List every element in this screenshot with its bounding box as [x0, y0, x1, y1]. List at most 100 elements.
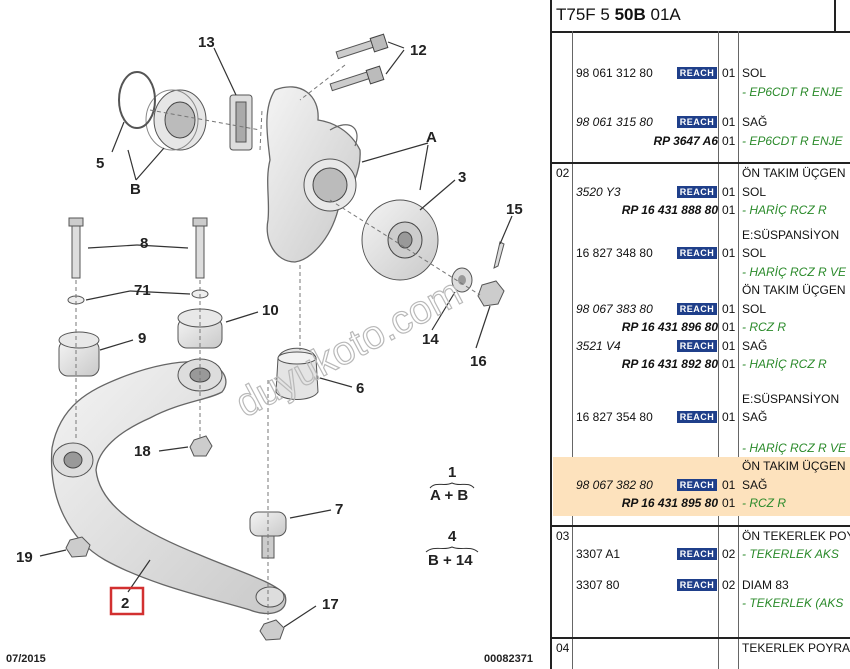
- lower-control-arm[interactable]: [50, 360, 287, 615]
- part-description: - RCZ R: [742, 496, 786, 510]
- exploded-parts-diagram: 13 12 A 5 B 3 15 8 71 10 9 14 16 6 18 7 …: [6, 33, 533, 665]
- reach-badge: REACH: [677, 185, 717, 198]
- part-number[interactable]: 98 067 383 80: [576, 301, 653, 316]
- callout-17: 17: [322, 596, 339, 613]
- bolt-12-upper[interactable]: [335, 33, 389, 60]
- column-rule: [738, 31, 739, 669]
- part-description: - EP6CDT R ENJE: [742, 84, 843, 99]
- part-description: - TEKERLEK (AKS: [742, 596, 844, 610]
- bolt-8-left[interactable]: [68, 217, 84, 279]
- callout-15: 15: [506, 201, 523, 218]
- group-separator: [552, 524, 850, 527]
- group-separator: [552, 162, 850, 164]
- group-number: 02: [556, 166, 570, 180]
- part-number[interactable]: 3307 A1: [576, 547, 621, 561]
- reach-badge: REACH: [677, 339, 717, 352]
- replacement-part-number[interactable]: RP 16 431 892 80: [621, 357, 718, 371]
- bushing-9[interactable]: [58, 331, 100, 377]
- legend-formula-4: 4 B + 14: [425, 528, 479, 569]
- part-description: SOL: [742, 246, 767, 260]
- part-description: SAĞ: [742, 410, 768, 424]
- callout-14: 14: [422, 331, 439, 348]
- part-description: SAĞ: [742, 338, 768, 353]
- replacement-part-number[interactable]: RP 16 431 895 80: [621, 496, 718, 510]
- callout-19: 19: [16, 549, 33, 566]
- bushing-10[interactable]: [177, 308, 223, 349]
- footer-ref: 00082371: [484, 653, 533, 665]
- part-description: - TEKERLEK AKS: [742, 547, 839, 561]
- catalog-code-prefix: T75F 5: [556, 5, 610, 24]
- callout-8: 8: [140, 235, 148, 252]
- replacement-part-number[interactable]: RP 16 431 896 80: [621, 320, 718, 334]
- part-description: - HARİÇ RCZ R VE: [742, 440, 847, 455]
- part-description: - RCZ R: [742, 320, 786, 334]
- part-number[interactable]: 98 067 382 80: [576, 477, 653, 492]
- part-number[interactable]: 16 827 348 80: [576, 246, 653, 260]
- part-description: - EP6CDT R ENJE: [742, 133, 843, 148]
- quantity: 01: [722, 203, 736, 217]
- legend-1-formula: A + B: [430, 487, 468, 504]
- reach-badge: REACH: [677, 548, 717, 560]
- part-number[interactable]: 16 827 354 80: [576, 410, 653, 424]
- legend-formula-1: 1 A + B: [429, 464, 475, 504]
- quantity: 01: [722, 133, 736, 148]
- part-number[interactable]: 3521 V4: [576, 338, 621, 353]
- bolt-8-right[interactable]: [192, 217, 208, 279]
- callout-7: 7: [335, 501, 343, 518]
- catalog-code-suffix: 01A: [650, 5, 681, 24]
- highlighted-row: [553, 457, 850, 476]
- watermark: duyukoto.com: [229, 270, 470, 426]
- part-description: ÖN TAKIM ÜÇGEN: [742, 283, 846, 297]
- reach-badge: REACH: [677, 411, 717, 423]
- callout-A: A: [426, 129, 437, 146]
- part-description: ÖN TEKERLEK POY: [742, 528, 850, 543]
- quantity: 02: [722, 547, 736, 561]
- callout-B: B: [130, 181, 141, 198]
- group-number: 03: [556, 528, 570, 543]
- quantity: 01: [722, 477, 736, 492]
- part-description: - HARİÇ RCZ R VE: [742, 264, 847, 279]
- group-number: 04: [556, 640, 570, 655]
- footer-date: 07/2015: [6, 653, 46, 665]
- quantity: 01: [722, 320, 736, 334]
- callout-6: 6: [356, 380, 364, 397]
- quantity: 01: [722, 357, 736, 371]
- part-number[interactable]: 3307 80: [576, 577, 620, 592]
- part-description: - HARİÇ RCZ R: [742, 357, 827, 371]
- part-description: TEKERLEK POYRA: [742, 640, 850, 655]
- bolt-12-lower[interactable]: [329, 65, 385, 92]
- parts-list-header: T75F 5 50B 01A: [552, 0, 850, 33]
- callout-5: 5: [96, 155, 104, 172]
- quantity: 01: [722, 496, 736, 510]
- part-number[interactable]: 3520 Y3: [576, 184, 621, 199]
- reach-badge: REACH: [677, 116, 717, 128]
- callout-12: 12: [410, 42, 427, 59]
- part-description: SAĞ: [742, 477, 768, 492]
- part-description: E:SÜSPANSİYON: [742, 391, 840, 406]
- callout-71: 71: [134, 282, 151, 299]
- callout-16: 16: [470, 353, 487, 370]
- part-description: DIAM 83: [742, 577, 789, 592]
- callout-3: 3: [458, 169, 466, 186]
- legend-4-num: 4: [448, 528, 457, 545]
- highlight-box: [109, 586, 145, 616]
- part-description: - HARİÇ RCZ R: [742, 203, 827, 217]
- part-number[interactable]: 98 061 315 80: [576, 115, 653, 129]
- quantity: 01: [722, 246, 736, 260]
- part-description: ÖN TAKIM ÜÇGEN: [742, 459, 846, 473]
- reach-badge: REACH: [677, 578, 717, 591]
- column-rule: [718, 31, 719, 669]
- callout-9: 9: [138, 330, 146, 347]
- part-number[interactable]: 98 061 312 80: [576, 66, 653, 80]
- quantity: 01: [722, 184, 736, 199]
- replacement-part-number[interactable]: RP 3647 A6: [653, 133, 718, 148]
- callout-13: 13: [198, 34, 215, 51]
- part-description: SAĞ: [742, 115, 768, 129]
- part-description: SOL: [742, 184, 767, 199]
- part-description: SOL: [742, 66, 767, 80]
- replacement-part-number[interactable]: RP 16 431 888 80: [621, 203, 718, 217]
- group-separator: [552, 636, 850, 639]
- callout-10: 10: [262, 302, 279, 319]
- quantity: 01: [722, 115, 736, 129]
